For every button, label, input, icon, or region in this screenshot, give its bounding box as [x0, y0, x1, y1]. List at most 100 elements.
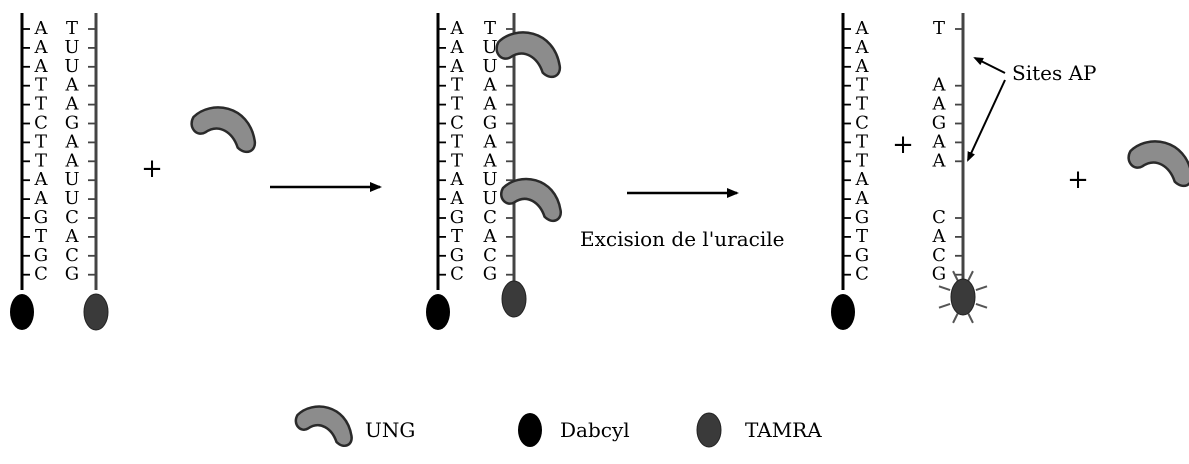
emission-ray: [967, 270, 974, 281]
base-letter: G: [65, 264, 79, 285]
base-letter: U: [482, 56, 497, 77]
base-letter: T: [35, 131, 47, 152]
legend-dabcyl-icon: [518, 413, 542, 447]
base-letter: A: [450, 18, 465, 39]
base-letter: C: [34, 264, 48, 285]
base-letter: T: [856, 75, 868, 96]
base-letter: C: [450, 113, 464, 134]
base-letter: A: [483, 226, 498, 247]
emission-ray: [938, 285, 951, 292]
legend-ung-icon: [294, 405, 353, 448]
excision-label: Excision de l'uracile: [580, 227, 785, 251]
base-letter: A: [932, 150, 947, 171]
dabcyl-fluorophore: [10, 294, 34, 330]
base-letter: C: [932, 207, 946, 228]
base-letter: C: [932, 245, 946, 266]
base-letter: A: [450, 169, 465, 190]
legend-label-tamra: TAMRA: [745, 418, 822, 442]
base-letter: C: [34, 113, 48, 134]
base-letter: G: [932, 264, 946, 285]
base-letter: A: [483, 75, 498, 96]
base-letter: T: [451, 75, 463, 96]
base-letter: A: [65, 94, 80, 115]
ap-site-arrow-lower: [967, 79, 1006, 162]
base-letter: A: [932, 131, 947, 152]
plus-sign-2: +: [892, 130, 914, 160]
base-letter: A: [855, 18, 870, 39]
base-letter: A: [34, 18, 49, 39]
base-letter: T: [35, 75, 47, 96]
base-letter: A: [932, 226, 947, 247]
emission-ray: [952, 313, 959, 324]
tamra-fluorophore: [83, 293, 109, 331]
ap-sites-label: Sites AP: [1012, 61, 1097, 85]
base-letter: G: [483, 113, 497, 134]
base-letter: A: [34, 37, 49, 58]
ung-enzyme-free: [190, 106, 257, 154]
base-letter: U: [64, 188, 79, 209]
base-letter: G: [855, 245, 869, 266]
base-letter: T: [856, 94, 868, 115]
base-letter: T: [933, 18, 945, 39]
base-letter: A: [450, 188, 465, 209]
base-letter: A: [34, 188, 49, 209]
base-letter: T: [856, 150, 868, 171]
base-letter: T: [451, 131, 463, 152]
legend-label-dabcyl: Dabcyl: [560, 418, 630, 442]
base-letter: T: [66, 18, 78, 39]
base-letter: U: [482, 188, 497, 209]
base-letter: T: [451, 150, 463, 171]
plus-sign-1: +: [141, 154, 163, 184]
base-letter: A: [65, 75, 80, 96]
legend: UNG Dabcyl TAMRA: [365, 418, 822, 442]
base-letter: A: [34, 169, 49, 190]
base-letter: C: [855, 113, 869, 134]
base-letter: A: [483, 131, 498, 152]
base-letter: T: [35, 150, 47, 171]
ung-enzyme-bound-upper: [495, 31, 562, 79]
base-letter: G: [855, 207, 869, 228]
base-letter: A: [855, 56, 870, 77]
base-letter: C: [483, 245, 497, 266]
base-letter: G: [450, 245, 464, 266]
base-letter: T: [856, 226, 868, 247]
base-letter: A: [855, 169, 870, 190]
base-letter: T: [35, 226, 47, 247]
base-letter: C: [855, 264, 869, 285]
base-letter: A: [65, 150, 80, 171]
base-letter: U: [64, 37, 79, 58]
emission-ray: [938, 302, 951, 309]
base-letter: A: [855, 188, 870, 209]
base-letter: C: [450, 264, 464, 285]
base-letter: T: [35, 94, 47, 115]
base-letter: T: [856, 131, 868, 152]
legend-tamra-icon: [696, 412, 722, 448]
base-letter: U: [64, 56, 79, 77]
tamra-fluorophore: [501, 280, 527, 318]
base-letter: G: [34, 207, 48, 228]
base-letter: A: [450, 56, 465, 77]
base-letter: U: [64, 169, 79, 190]
dabcyl-fluorophore: [426, 294, 450, 330]
ap-site-arrow-upper: [973, 57, 1006, 74]
base-letter: A: [483, 150, 498, 171]
base-letter: A: [34, 56, 49, 77]
base-letter: C: [483, 207, 497, 228]
dabcyl-fluorophore: [831, 294, 855, 330]
emission-ray: [952, 270, 959, 281]
emission-ray: [967, 313, 974, 324]
base-letter: G: [34, 245, 48, 266]
base-letter: T: [484, 18, 496, 39]
base-letter: A: [65, 226, 80, 247]
base-letter: C: [65, 245, 79, 266]
base-letter: U: [482, 37, 497, 58]
plus-sign-3: +: [1067, 165, 1089, 195]
base-letter: A: [483, 94, 498, 115]
